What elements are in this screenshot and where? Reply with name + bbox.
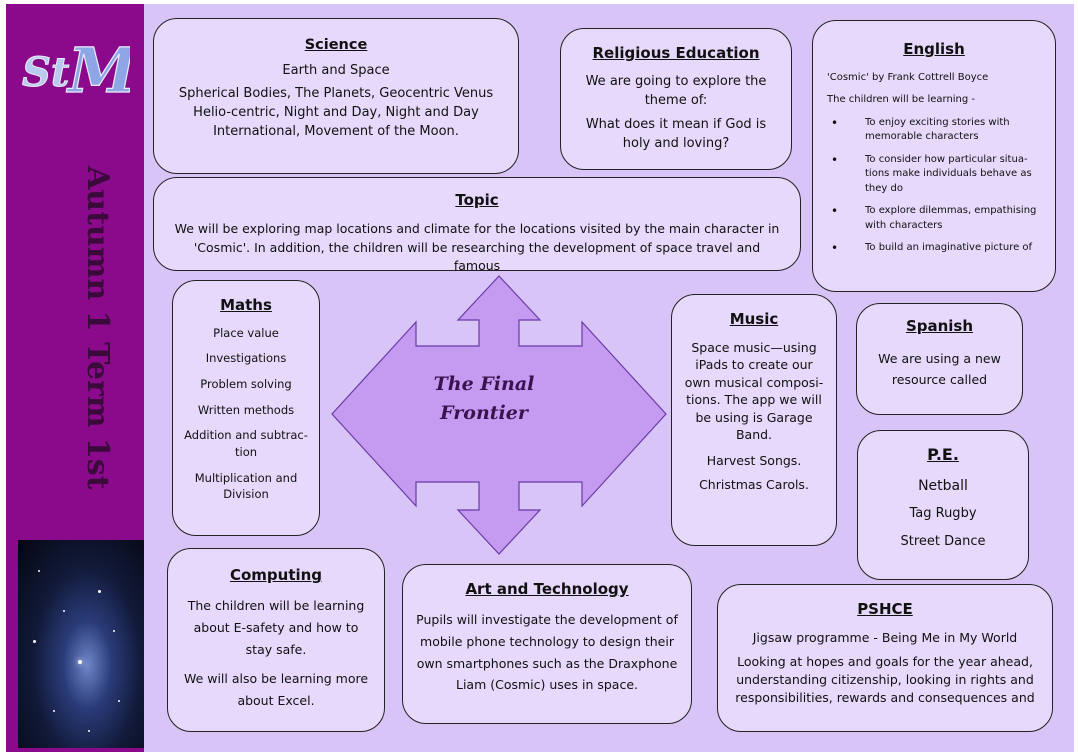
re-heading: Religious Education bbox=[592, 44, 760, 62]
maths-item: Addition and subtrac-tion bbox=[184, 428, 308, 460]
english-box: English 'Cosmic' by Frank Cottrell Boyce… bbox=[812, 20, 1056, 292]
maths-box: Maths Place value Investigations Problem… bbox=[172, 280, 320, 536]
topic-text: We will be exploring map locations and c… bbox=[174, 220, 780, 271]
music-line3: Christmas Carols. bbox=[699, 476, 809, 492]
music-heading: Music bbox=[729, 310, 779, 328]
topic-heading: Topic bbox=[455, 191, 499, 209]
art-box: Art and Technology Pupils will investiga… bbox=[402, 564, 692, 724]
maths-item: Written methods bbox=[197, 402, 295, 417]
pshce-box: PSHCE Jigsaw programme - Being Me in My … bbox=[717, 584, 1053, 732]
science-line1: Earth and Space bbox=[282, 63, 390, 79]
english-item: To enjoy exciting stories with memorable… bbox=[827, 115, 1041, 145]
term-title: Autumn 1 Term 1st Half bbox=[26, 164, 136, 574]
english-intro: The children will be learning - bbox=[827, 94, 976, 106]
art-text: Pupils will investigate the development … bbox=[416, 611, 678, 693]
maths-item: Multiplication and Division bbox=[194, 470, 298, 502]
school-logo: St M bbox=[20, 33, 140, 107]
maths-item: Problem solving bbox=[200, 377, 292, 392]
term-title-text: Autumn 1 Term 1st Half bbox=[80, 165, 115, 494]
english-item: To consider how particular situa-tions m… bbox=[827, 152, 1041, 197]
re-box: Religious Education We are going to expl… bbox=[560, 28, 792, 170]
pe-box: P.E. Netball Tag Rugby Street Dance bbox=[857, 430, 1029, 580]
re-line1: We are going to explore the theme of: bbox=[585, 73, 767, 108]
pe-item: Netball bbox=[918, 478, 968, 495]
spanish-box: Spanish We are using a new resource call… bbox=[856, 303, 1023, 415]
pshce-heading: PSHCE bbox=[857, 600, 913, 618]
english-item: To build an imaginative picture of bbox=[827, 240, 1041, 257]
svg-text:M: M bbox=[66, 34, 130, 104]
english-list: To enjoy exciting stories with memorable… bbox=[827, 115, 1041, 257]
center-title-line1: The Final bbox=[433, 373, 535, 395]
computing-line2: We will also be learning more about Exce… bbox=[183, 671, 369, 709]
science-line2: Spherical Bodies, The Planets, Geocentri… bbox=[178, 85, 494, 139]
computing-heading: Computing bbox=[229, 566, 323, 584]
maths-item: Place value bbox=[213, 325, 279, 340]
topic-box: Topic We will be exploring map locations… bbox=[153, 177, 801, 271]
computing-line1: The children will be learning about E-sa… bbox=[187, 597, 365, 657]
sidebar: St M Autumn 1 Term 1st Half bbox=[6, 4, 144, 752]
re-line2: What does it mean if God is holy and lov… bbox=[585, 117, 767, 152]
science-box: Science Earth and Space Spherical Bodies… bbox=[153, 18, 519, 174]
space-image bbox=[18, 540, 144, 748]
music-line1: Space music—using iPads to create our ow… bbox=[684, 339, 824, 443]
center-title-line2: Frontier bbox=[440, 401, 528, 424]
english-heading: English bbox=[903, 40, 965, 58]
computing-box: Computing The children will be learning … bbox=[167, 548, 385, 732]
pe-item: Street Dance bbox=[900, 534, 986, 550]
music-box: Music Space music—using iPads to create … bbox=[671, 294, 837, 546]
english-item: To explore dilemmas, empathising with ch… bbox=[827, 203, 1041, 233]
art-heading: Art and Technology bbox=[465, 580, 629, 598]
english-book: 'Cosmic' by Frank Cottrell Boyce bbox=[827, 71, 989, 83]
pe-heading: P.E. bbox=[927, 445, 959, 464]
pshce-line1: Jigsaw programme - Being Me in My World bbox=[752, 629, 1018, 645]
science-heading: Science bbox=[304, 37, 368, 53]
svg-text:St: St bbox=[22, 49, 70, 96]
spanish-text: We are using a new resource called bbox=[878, 350, 1001, 387]
four-way-arrow bbox=[331, 275, 667, 555]
pe-item: Tag Rugby bbox=[909, 506, 977, 522]
music-line2: Harvest Songs. bbox=[706, 452, 802, 468]
maths-heading: Maths bbox=[220, 296, 272, 314]
spanish-heading: Spanish bbox=[905, 317, 974, 335]
center-title: The Final Frontier bbox=[400, 370, 568, 427]
maths-item: Investigations bbox=[205, 351, 287, 366]
pshce-line2: Looking at hopes and goals for the year … bbox=[735, 653, 1035, 706]
